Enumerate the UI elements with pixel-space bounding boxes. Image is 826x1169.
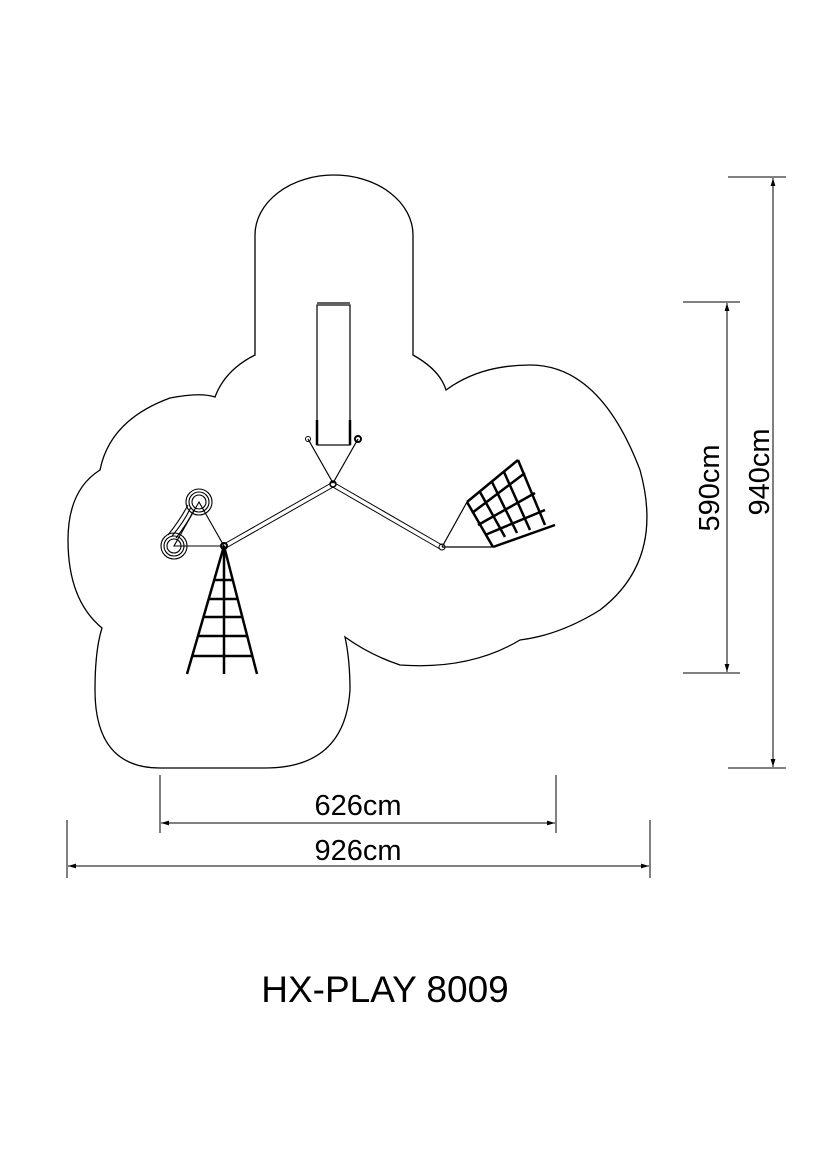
safety-zone-outline (67, 174, 648, 769)
dimension-inner-width (159, 775, 557, 833)
inner-width-label: 626cm (314, 790, 401, 822)
dimension-outer-height (728, 176, 786, 769)
model-title: HX-PLAY 8009 (261, 969, 509, 1010)
inner-height-label: 590cm (694, 444, 726, 531)
left-climber (160, 488, 225, 560)
bridges (220, 480, 446, 551)
climbing-net (441, 459, 556, 549)
outer-width-label: 926cm (314, 835, 401, 867)
dimension-outer-width (66, 820, 651, 878)
slide (305, 302, 362, 484)
dimension-inner-height (683, 301, 740, 674)
outer-height-label: 940cm (744, 428, 776, 515)
net-ladder (185, 545, 259, 675)
